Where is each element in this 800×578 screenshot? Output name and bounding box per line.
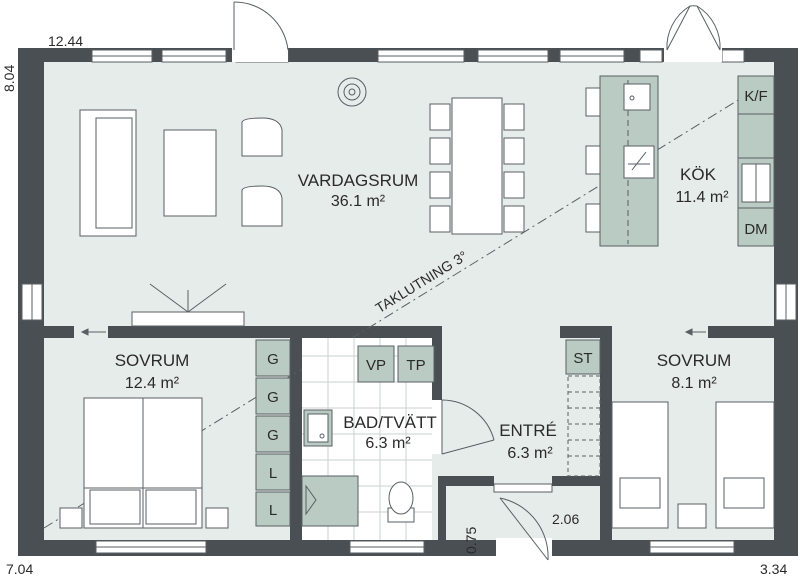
wardrobe-label-4: L [269, 465, 277, 482]
interior-walls [44, 326, 774, 540]
armchair-icon [241, 117, 283, 227]
dimension-door-height: 0.75 [463, 527, 479, 554]
bath-sink-icon [303, 409, 333, 447]
top-windows [91, 49, 745, 63]
bed-icon [611, 401, 775, 529]
lamp-icon [337, 77, 367, 107]
cabinet-kf-label: K/F [744, 88, 767, 105]
front-door-icon [493, 483, 553, 561]
room-kitchen-name: KÖK [680, 165, 717, 184]
bath-door-icon [432, 399, 495, 455]
room-bedroom-left-area: 12.4 m² [125, 375, 180, 392]
room-bath-area: 6.3 m² [365, 435, 411, 452]
dimension-bottom-left: 7.04 [6, 561, 33, 577]
cabinet-tp-label: TP [406, 357, 425, 374]
cabinet-st-label: ST [573, 350, 592, 367]
sofa-icon [79, 109, 137, 237]
room-entry-name: ENTRÉ [499, 421, 557, 440]
room-bath-name: BAD/TVÄTT [343, 413, 437, 432]
wardrobe-label-1: G [267, 351, 279, 368]
bath-vp-cabinet [357, 345, 395, 383]
side-windows [21, 283, 797, 321]
nightstand-icon [59, 507, 83, 529]
entry-st-cabinet [565, 339, 601, 375]
door-arrows [80, 328, 706, 336]
fireplace-icon [131, 283, 245, 327]
room-bedroom-right-name: SOVRUM [657, 351, 732, 370]
room-kitchen-area: 11.4 m² [675, 189, 729, 206]
nightstand-icon [205, 507, 229, 529]
dimension-bottom-right: 3.34 [760, 561, 787, 577]
room-living-area: 36.1 m² [331, 193, 386, 210]
dimension-left-side: 8.04 [1, 65, 17, 92]
cabinet-vp-label: VP [366, 357, 386, 374]
room-living-name: VARDAGSRUM [298, 171, 419, 190]
room-bedroom-right-area: 8.1 m² [671, 375, 717, 392]
entry-closet [567, 375, 601, 477]
nightstand-icon [677, 503, 707, 529]
kitchen-wall-cabinets [737, 75, 775, 247]
door-swing-icon [232, 1, 722, 62]
stove-icon [623, 145, 655, 179]
dimension-top-left: 12.44 [48, 33, 83, 49]
wardrobe-label-3: G [267, 427, 279, 444]
cabinet-dm-label: DM [744, 221, 767, 238]
coffee-table-icon [163, 129, 217, 217]
toilet-icon [387, 481, 415, 523]
dimension-door-width: 2.06 [552, 511, 579, 527]
shower-icon [301, 475, 359, 527]
bottom-windows [95, 540, 735, 554]
dining-table-icon [429, 97, 525, 235]
room-bedroom-left-name: SOVRUM [115, 351, 190, 370]
wardrobe-label-5: L [269, 502, 277, 519]
sink-icon [623, 83, 651, 111]
wardrobe [255, 339, 291, 527]
bed-icon [83, 397, 203, 529]
wardrobe-label-2: G [267, 389, 279, 406]
bath-tp-cabinet [397, 345, 435, 383]
room-entry-area: 6.3 m² [507, 445, 553, 462]
